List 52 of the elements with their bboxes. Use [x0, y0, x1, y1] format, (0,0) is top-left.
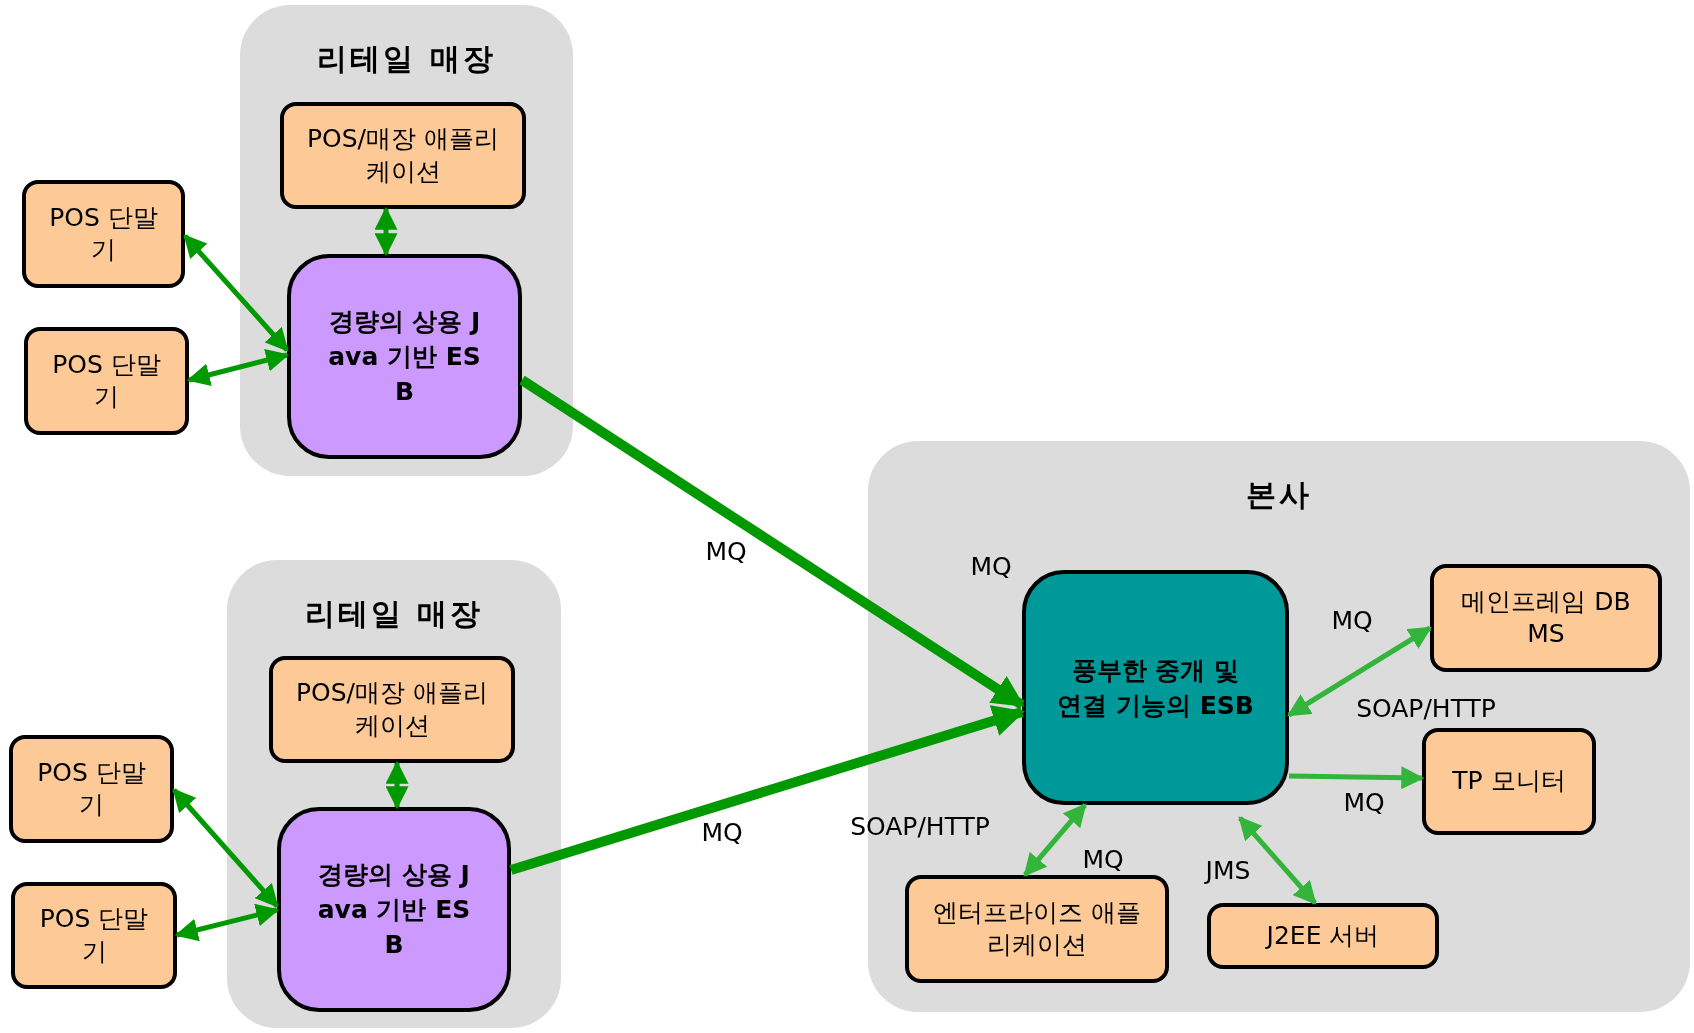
node-label: POS 단말기: [36, 756, 147, 821]
arrow: [183, 234, 289, 352]
protocol-label: SOAP/HTTP: [850, 811, 990, 841]
group-panel: [227, 560, 561, 1028]
arrow: [519, 375, 1025, 710]
edge-label: MQ: [1331, 605, 1373, 635]
arrow: [1287, 625, 1432, 718]
protocol-label: MQ: [970, 551, 1012, 581]
component-box: [280, 102, 526, 209]
node-label: POS/매장 애플리케이션: [295, 677, 489, 742]
protocol-label: SOAP/HTTP: [1356, 693, 1496, 723]
component-box: [1422, 728, 1596, 835]
arrow: [1238, 816, 1317, 905]
edge-label: MQ: [701, 817, 743, 847]
arrow: [374, 206, 398, 257]
component-box: [1430, 564, 1662, 672]
node-label: POS 단말기: [51, 348, 162, 413]
component-box: [1207, 903, 1439, 969]
node-label: 엔터프라이즈 애플리케이션: [932, 896, 1142, 961]
arrow: [186, 348, 290, 387]
component-box: [905, 875, 1169, 983]
node-label: 경량의 상용 Java 기반 ESB: [327, 306, 482, 408]
component-box: [11, 882, 177, 989]
arrow: [385, 760, 409, 810]
component-box: [9, 735, 174, 843]
edge-label: MQ: [1343, 787, 1385, 817]
edge-label: JMS: [1205, 855, 1251, 885]
node-label: J2EE 서버: [1266, 919, 1380, 952]
node-label: 풍부한 중개 및 연결 기능의 ESB: [1056, 654, 1255, 722]
node-label: TP 모니터: [1452, 765, 1566, 798]
group-title: 리테일 매장: [316, 40, 497, 78]
node-label: POS 단말기: [48, 201, 159, 266]
node-label: 경량의 상용 Java 기반 ESB: [316, 859, 472, 961]
arrow: [1023, 803, 1087, 877]
esb-box: [1022, 570, 1289, 805]
arrow: [1288, 766, 1425, 790]
group-title: 리테일 매장: [303, 595, 485, 633]
node-label: POS/매장 애플리케이션: [306, 123, 500, 188]
edge-label: MQ: [1082, 844, 1124, 874]
component-box: [22, 180, 185, 288]
edge-label: MQ: [705, 536, 747, 566]
node-label: 메인프레임 DBMS: [1460, 585, 1632, 650]
arrow: [174, 903, 280, 942]
group-panel: [240, 5, 573, 476]
arrow: [172, 788, 279, 908]
esb-box: [287, 254, 522, 459]
component-box: [24, 327, 189, 435]
group-title: 본사: [1245, 476, 1313, 514]
component-box: [269, 656, 515, 763]
arrow: [509, 705, 1026, 875]
esb-box: [277, 807, 511, 1012]
node-label: POS 단말기: [38, 903, 150, 968]
